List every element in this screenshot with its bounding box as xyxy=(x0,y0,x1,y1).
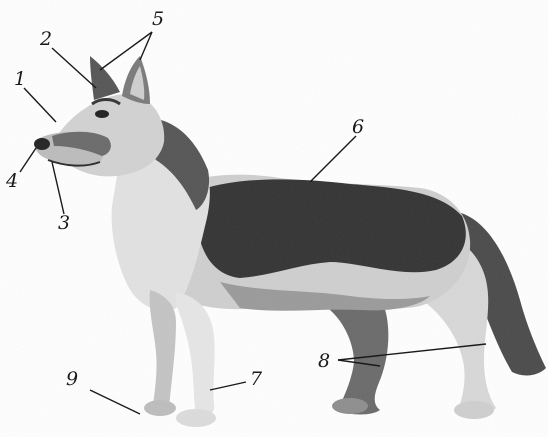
label-6: 6 xyxy=(352,118,364,137)
label-2: 2 xyxy=(40,30,52,49)
label-3: 3 xyxy=(58,214,70,233)
label-5: 5 xyxy=(152,10,164,29)
label-1: 1 xyxy=(14,70,26,89)
label-9: 9 xyxy=(66,370,78,389)
label-4: 4 xyxy=(6,172,18,191)
label-8: 8 xyxy=(318,352,330,371)
label-7: 7 xyxy=(250,370,262,389)
